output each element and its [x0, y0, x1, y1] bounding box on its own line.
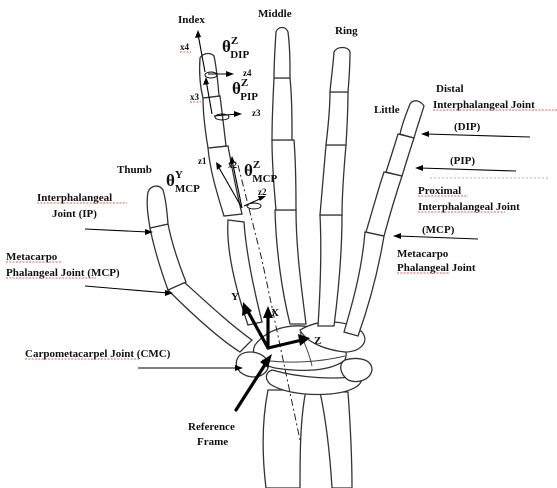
label-x2: x2: [228, 160, 238, 170]
label-ip-line1: Interphalangeal: [37, 192, 112, 204]
label-dip-abbr: (DIP): [454, 121, 481, 133]
label-distal-line1: Distal: [436, 83, 464, 95]
label-ring: Ring: [335, 25, 358, 37]
label-reference: Reference: [188, 421, 235, 433]
label-mcp-abbr: (MCP): [422, 224, 455, 236]
label-x3: x3: [190, 92, 200, 102]
label-metacarpo-right2: Phalangeal Joint: [397, 262, 476, 274]
label-z2: z2: [258, 187, 267, 197]
label-index: Index: [178, 14, 205, 26]
label-middle: Middle: [258, 8, 292, 20]
label-frame: Frame: [197, 436, 228, 448]
label-frame-y: Y: [231, 291, 239, 303]
label-ip-line2: Joint (IP): [52, 208, 97, 220]
label-metacarpo-right1: Metacarpo: [397, 248, 449, 260]
label-proximal-line1: Proximal: [418, 185, 461, 197]
little-finger-bones: [366, 101, 424, 236]
label-pip-abbr: (PIP): [450, 155, 475, 167]
label-z1: z1: [198, 156, 207, 166]
label-distal-line2: Interphalangeal Joint: [433, 99, 535, 111]
label-mcp-left2: Phalangeal Joint (MCP): [6, 267, 120, 279]
label-x4: x4: [180, 42, 190, 52]
label-proximal-line2: Interphalangeal Joint: [418, 201, 520, 213]
forearm-bones: [263, 390, 352, 488]
label-mcp-left1: Metacarpo: [6, 251, 58, 263]
label-frame-x: X: [271, 307, 279, 319]
label-thumb: Thumb: [117, 164, 152, 176]
label-z3: z3: [252, 108, 261, 118]
label-little: Little: [374, 104, 400, 116]
ring-finger-bones: [320, 48, 350, 216]
label-frame-z: Z: [314, 335, 321, 347]
label-cmc: Carpometacarpel Joint (CMC): [25, 348, 171, 360]
